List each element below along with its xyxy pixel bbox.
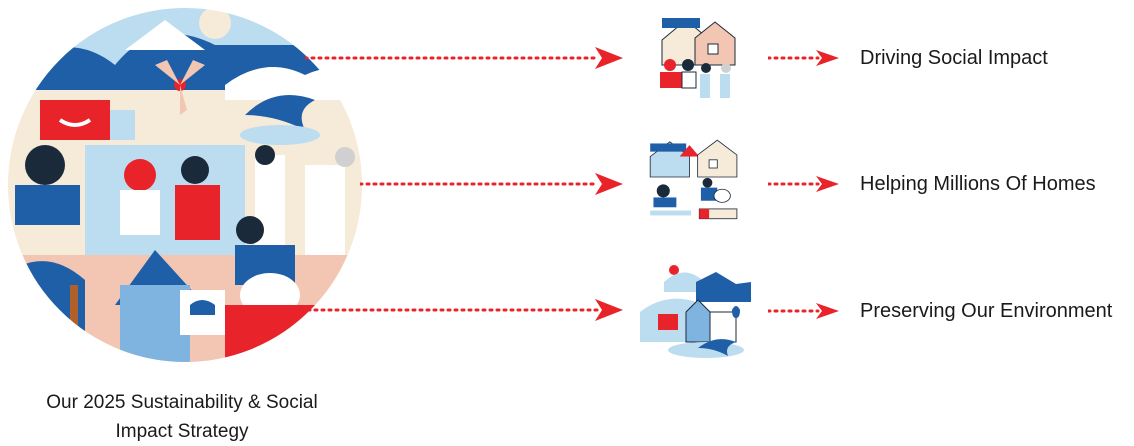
sustainability-illustration-circle: [6, 6, 364, 364]
arrow-to-helping-homes: [360, 173, 623, 195]
caption-line-1: Our 2025 Sustainability & Social: [46, 392, 318, 413]
social-impact-illustration: [660, 18, 736, 98]
arrow-helping-homes-label: [768, 176, 839, 192]
arrow-social-impact-label: [768, 50, 839, 66]
caption-line-2: Impact Strategy: [115, 421, 249, 442]
strategy-caption: Our 2025 Sustainability & Social Impact …: [0, 388, 364, 446]
arrow-to-social-impact: [305, 47, 623, 69]
pillar-label-helping-homes: Helping Millions Of Homes: [860, 173, 1096, 195]
arrow-to-environment: [308, 299, 623, 321]
pillar-label-environment: Preserving Our Environment: [860, 300, 1113, 322]
helping-homes-illustration: [649, 139, 738, 220]
environment-illustration: [640, 265, 751, 358]
arrow-environment-label: [768, 303, 839, 319]
pillar-label-social-impact: Driving Social Impact: [860, 47, 1048, 69]
